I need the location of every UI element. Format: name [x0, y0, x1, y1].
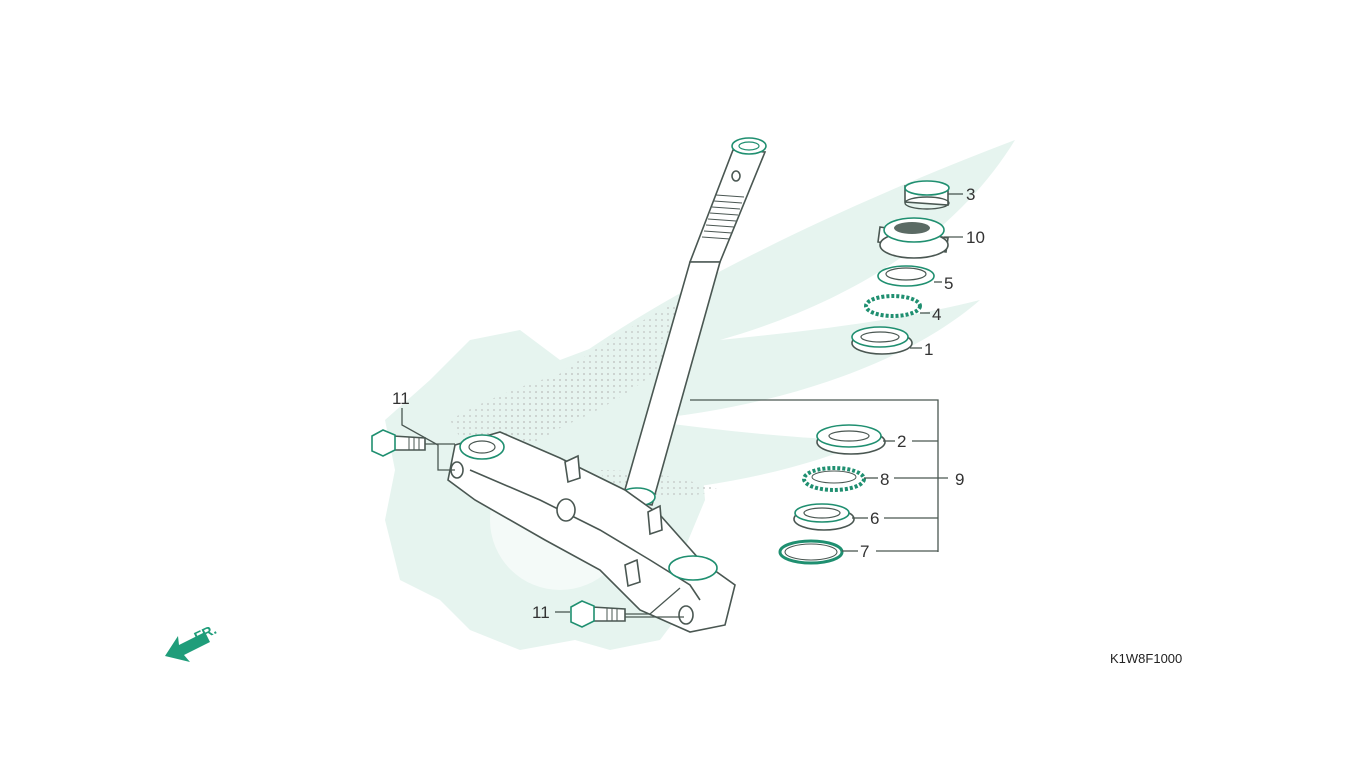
callout-1: 1 [924, 340, 933, 359]
callout-11-upper: 11 [392, 389, 410, 408]
part-3-lock-nut [904, 180, 950, 210]
watermark-logo [385, 140, 1015, 650]
part-6-race [793, 503, 855, 531]
callout-11-lower: 11 [532, 603, 550, 622]
leader-lines [401, 193, 963, 618]
callout-8: 8 [880, 470, 889, 489]
part-4-steel-ball [864, 294, 922, 318]
part-7-dust-seal [778, 539, 844, 565]
part-2-race [816, 424, 886, 455]
callout-9: 9 [955, 470, 964, 489]
callout-4: 4 [932, 305, 941, 324]
arrow-front-icon [165, 632, 210, 662]
diagram-code: K1W8F1000 [1110, 651, 1182, 666]
callout-10: 10 [966, 228, 985, 247]
part-8-steel-ball [802, 466, 866, 492]
part-10-cone-race [877, 217, 949, 259]
front-direction-indicator: FR. [165, 621, 219, 662]
callout-6: 6 [870, 509, 879, 528]
callout-3: 3 [966, 185, 975, 204]
callout-2: 2 [897, 432, 906, 451]
front-label: FR. [192, 621, 219, 645]
callout-7: 7 [860, 542, 869, 561]
bolt-lower [570, 600, 626, 628]
part-1-race [851, 326, 913, 355]
callout-5: 5 [944, 274, 953, 293]
bolt-upper [371, 429, 426, 457]
part-5-race [877, 265, 935, 287]
steering-stem [447, 137, 767, 633]
